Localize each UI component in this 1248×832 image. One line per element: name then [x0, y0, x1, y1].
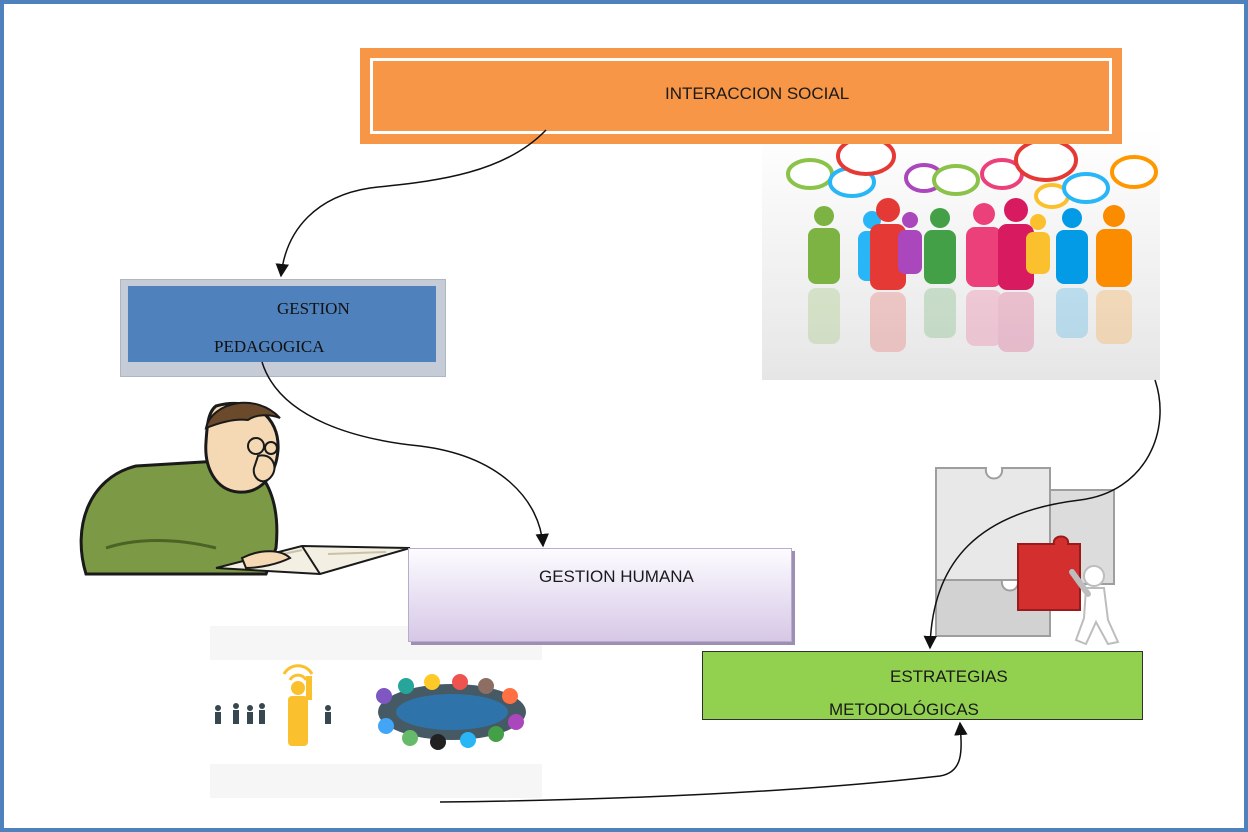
puzzle-illustration [935, 467, 1120, 646]
meeting-leader-illustration [210, 626, 542, 798]
node-gestion-pedagogica: GESTION PEDAGOGICA [120, 279, 446, 377]
node-label: INTERACCION SOCIAL [665, 84, 850, 103]
node-label-line2: PEDAGOGICA [214, 337, 325, 356]
node-gestion-humana: GESTION HUMANA [408, 548, 792, 642]
node-label-line1: GESTION [277, 299, 350, 318]
social-crowd-illustration [762, 130, 1160, 380]
node-estrategias-metodologicas: ESTRATEGIAS METODOLÓGICAS [702, 651, 1143, 720]
node-label: GESTION HUMANA [539, 567, 694, 586]
node-label-line2: METODOLÓGICAS [829, 700, 979, 719]
reading-man-illustration [79, 401, 411, 576]
node-face [128, 286, 436, 362]
node-inner-border [370, 58, 1112, 134]
node-interaccion-social: INTERACCION SOCIAL [360, 48, 1122, 144]
node-label-line1: ESTRATEGIAS [890, 667, 1008, 686]
